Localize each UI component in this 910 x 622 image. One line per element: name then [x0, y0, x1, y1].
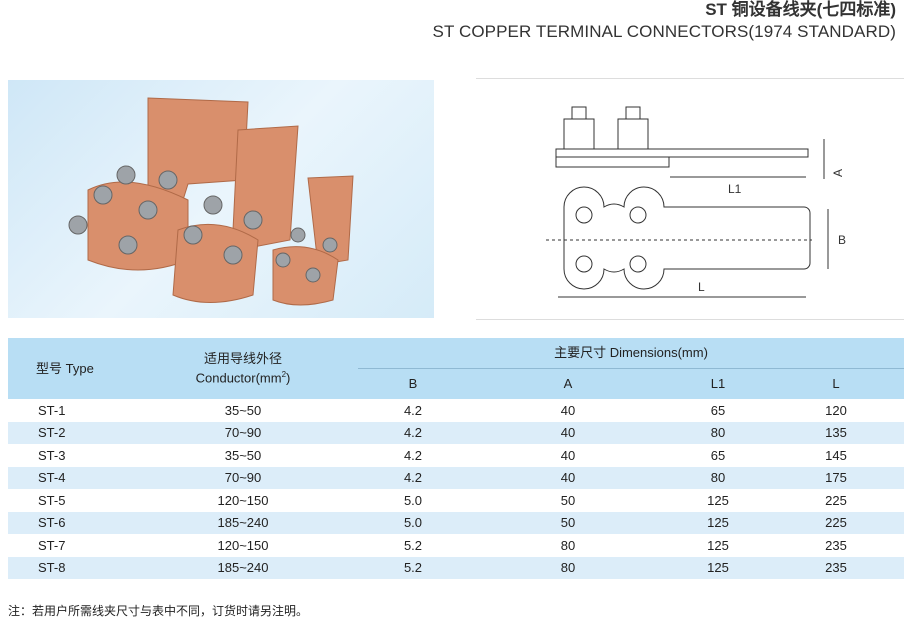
- table-row: ST-3 35~50 4.2 40 65 145: [8, 444, 904, 467]
- dimensions-table: 型号 Type 适用导线外径 Conductor(mm2) 主要尺寸 Dimens…: [8, 338, 904, 579]
- table-cell: 50: [560, 492, 576, 508]
- table-cell: ST-5: [38, 492, 66, 508]
- header-dimensions: 主要尺寸 Dimensions(mm): [358, 338, 904, 369]
- table-row: ST-1 35~50 4.2 40 65 120: [8, 399, 904, 422]
- table-cell: 125: [668, 511, 768, 534]
- table-cell: 40: [468, 466, 668, 489]
- title-english: ST COPPER TERMINAL CONNECTORS(1974 STAND…: [432, 22, 896, 41]
- table-cell: 80: [668, 421, 768, 444]
- table-cell: 125: [707, 537, 729, 553]
- table-cell: 4.2: [358, 466, 468, 489]
- table-cell: 225: [768, 511, 904, 534]
- label-b: B: [838, 233, 846, 247]
- table-cell: 35~50: [224, 447, 262, 463]
- table-cell: 5.2: [403, 537, 423, 553]
- header-l1: L1: [668, 368, 768, 399]
- table-cell: 70~90: [128, 466, 358, 489]
- table-row: ST-5 120~150 5.0 50 125 225: [8, 489, 904, 512]
- header-l: L: [768, 368, 904, 399]
- header-b: B: [358, 368, 468, 399]
- table-cell: 40: [560, 402, 576, 418]
- table-cell: ST-2: [8, 421, 128, 444]
- table-cell: 5.0: [403, 492, 423, 508]
- table-cell: 5.2: [358, 556, 468, 579]
- technical-drawing: L1 A B L: [476, 78, 904, 320]
- table-cell: 120~150: [217, 492, 269, 508]
- table-cell: 125: [668, 556, 768, 579]
- table-cell: 50: [468, 511, 668, 534]
- header-conductor-sup: 2: [281, 369, 287, 379]
- table-cell: 4.2: [403, 402, 423, 418]
- table-cell: 5.0: [358, 511, 468, 534]
- table-cell: 35~50: [224, 402, 262, 418]
- table-cell: 80: [468, 556, 668, 579]
- table-cell: 175: [768, 466, 904, 489]
- table-cell: 40: [560, 447, 576, 463]
- table-cell: 65: [710, 402, 726, 418]
- table-cell: 135: [768, 421, 904, 444]
- table-cell: 80: [560, 537, 576, 553]
- table-cell: 70~90: [128, 421, 358, 444]
- table-cell: 235: [768, 556, 904, 579]
- table-cell: ST-3: [38, 447, 66, 463]
- table-cell: 235: [825, 537, 847, 553]
- table-cell: 185~240: [128, 556, 358, 579]
- table-row: ST-7 120~150 5.2 80 125 235: [8, 534, 904, 557]
- table-cell: ST-6: [8, 511, 128, 534]
- header-conductor-cn: 适用导线外径: [203, 350, 282, 366]
- label-l1: L1: [728, 182, 742, 196]
- table-cell: ST-8: [8, 556, 128, 579]
- header-conductor-en: Conductor(mm: [195, 370, 282, 386]
- header-a: A: [468, 368, 668, 399]
- table-cell: 65: [710, 447, 726, 463]
- table-cell: ST-1: [38, 402, 66, 418]
- table-cell: 80: [668, 466, 768, 489]
- label-a: A: [831, 169, 845, 177]
- table-cell: ST-4: [8, 466, 128, 489]
- label-l: L: [698, 280, 705, 294]
- header-type: 型号 Type: [8, 338, 128, 399]
- table-cell: 185~240: [128, 511, 358, 534]
- table-cell: 120~150: [217, 537, 269, 553]
- table-cell: ST-7: [38, 537, 66, 553]
- table-cell: 40: [468, 421, 668, 444]
- title-chinese: ST 铜设备线夹(七四标准): [705, 0, 896, 19]
- table-cell: 4.2: [358, 421, 468, 444]
- table-cell: 145: [825, 447, 847, 463]
- header-conductor-close: ): [286, 370, 291, 386]
- table-cell: 4.2: [403, 447, 423, 463]
- table-cell: 120: [825, 402, 847, 418]
- footnote: 注：若用户所需线夹尺寸与表中不同，订货时请另注明。: [8, 604, 309, 618]
- table-cell: 125: [707, 492, 729, 508]
- header-conductor: 适用导线外径 Conductor(mm2): [128, 338, 358, 399]
- table-cell: 225: [825, 492, 847, 508]
- product-photo: [8, 80, 434, 318]
